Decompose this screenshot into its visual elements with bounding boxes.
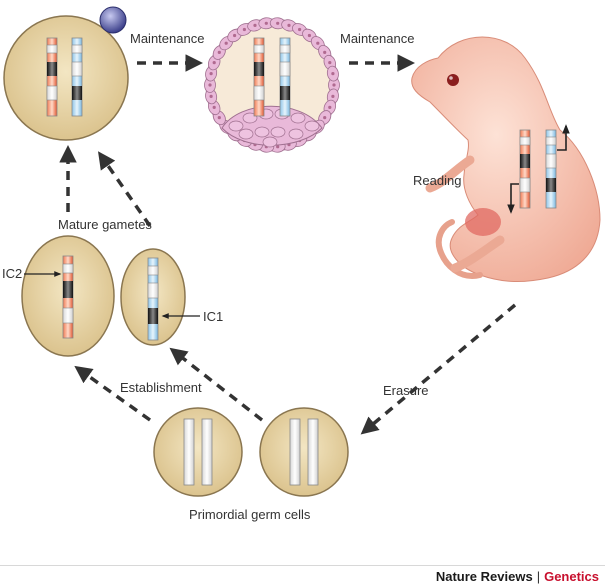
journal-name: Nature Reviews — [435, 569, 533, 584]
inner-cell — [290, 112, 306, 124]
maternal-chromosome — [46, 37, 58, 117]
label-maintenance-1: Maintenance — [130, 31, 205, 46]
inner-cell — [228, 120, 244, 132]
cell-nucleus — [212, 61, 216, 65]
cell-nucleus — [224, 41, 228, 45]
journal-subject: Genetics — [544, 569, 599, 584]
cell-nucleus — [212, 105, 216, 109]
cell-nucleus — [323, 116, 327, 120]
cell-nucleus — [264, 21, 268, 25]
expression-arrow-up — [557, 124, 570, 151]
inner-cell — [238, 128, 254, 140]
cell-nucleus — [217, 50, 221, 55]
label-mature-gametes: Mature gametes — [58, 217, 152, 232]
journal-credit: Nature Reviews|Genetics — [436, 569, 599, 584]
maternal-chromosome — [519, 129, 531, 209]
embryo-hindlimb — [450, 235, 505, 273]
footer-bar: Nature Reviews|Genetics — [0, 565, 605, 588]
inner-cell — [242, 112, 258, 124]
cell-nucleus — [233, 33, 237, 38]
maternal-chromosome — [253, 37, 265, 117]
cell-nucleus — [328, 105, 332, 109]
cell-nucleus — [331, 72, 335, 76]
arrow-sperm-to-zygote — [98, 151, 152, 227]
paternal-chromosome — [279, 37, 291, 117]
sperm-icon — [99, 6, 127, 34]
cell-nucleus — [331, 94, 335, 98]
cell-nucleus — [332, 83, 336, 87]
cell-nucleus — [298, 27, 302, 32]
trophoblast-cells — [204, 17, 340, 153]
label-establishment: Establishment — [120, 380, 202, 395]
cell-nucleus — [253, 23, 257, 27]
oocyte-gamete — [21, 235, 115, 357]
cell-nucleus — [217, 116, 221, 120]
embryo-eye — [447, 74, 459, 86]
cell-nucleus — [242, 27, 246, 32]
arrow-embryo-to-pgc — [360, 303, 517, 435]
cell-nucleus — [276, 21, 280, 25]
label-ic2: IC2 — [2, 266, 23, 281]
primordial-germ-cell-2 — [259, 407, 349, 497]
expression-arrow-down — [507, 183, 519, 214]
primordial-germ-cell-1 — [153, 407, 243, 497]
inner-cell — [288, 128, 304, 140]
label-reading: Reading — [413, 173, 462, 188]
cell-nucleus — [276, 145, 280, 149]
arrow-pgc-to-sperm — [169, 347, 264, 422]
label-erasure: Erasure — [383, 383, 429, 398]
cell-nucleus — [287, 23, 291, 27]
arrow-pgc-to-oocyte — [74, 365, 152, 422]
blastocyst — [204, 17, 340, 153]
credit-separator: | — [536, 569, 541, 584]
inner-cell — [262, 136, 278, 148]
sperm-gamete — [120, 248, 200, 346]
cell-nucleus — [209, 94, 213, 98]
cycle-arrows — [59, 54, 517, 435]
embryo-liver — [465, 208, 501, 236]
cell-nucleus — [328, 61, 332, 65]
paternal-chromosome — [545, 129, 557, 209]
label-maintenance-2: Maintenance — [340, 31, 415, 46]
cell-nucleus — [307, 33, 311, 38]
embryo-tail — [435, 219, 483, 279]
inner-cell — [270, 126, 286, 138]
cell-nucleus — [323, 50, 327, 55]
embryo-illustration — [411, 36, 601, 283]
label-primordial-germ-cells: Primordial germ cells — [189, 507, 311, 522]
embryo-forelimb — [425, 155, 475, 193]
cell-nucleus — [208, 83, 212, 87]
paternal-chromosome — [71, 37, 83, 117]
cell-nucleus — [316, 41, 320, 45]
label-ic1: IC1 — [203, 309, 224, 324]
cell-nucleus — [209, 72, 213, 76]
inner-cell — [254, 126, 270, 138]
inner-cell — [304, 120, 320, 132]
zygote-cell — [3, 6, 129, 141]
